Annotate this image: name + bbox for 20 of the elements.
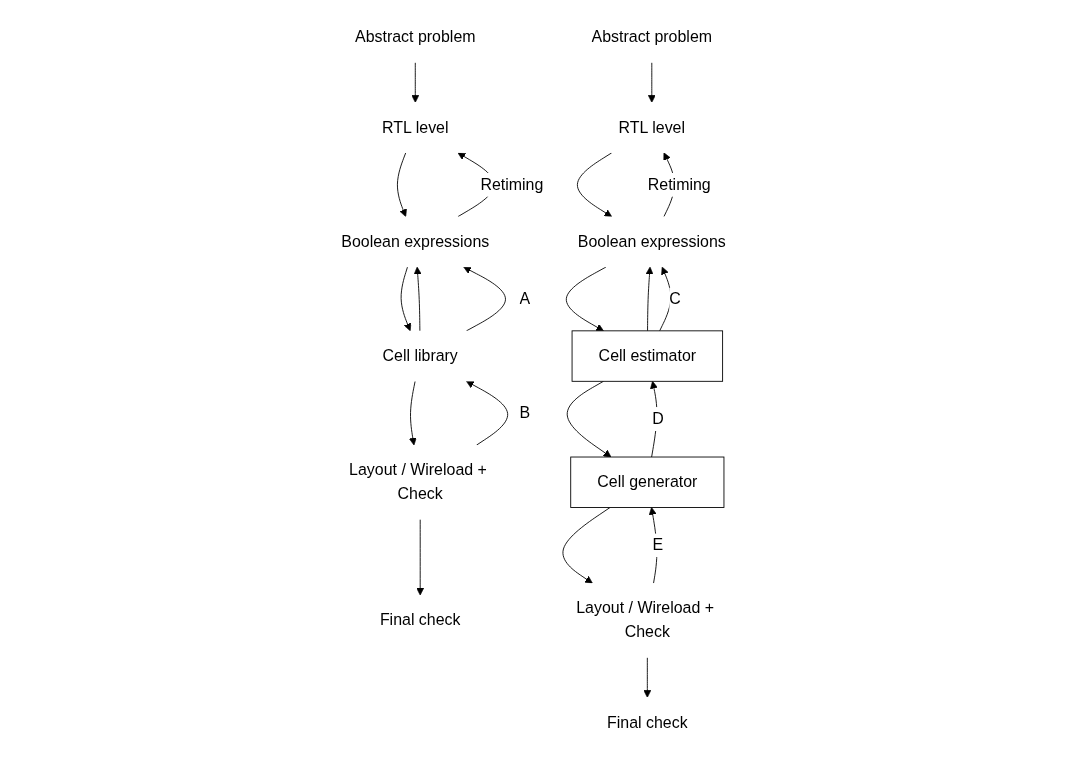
node-text: Cell library: [382, 346, 459, 365]
node-box: Cell estimator: [571, 330, 724, 382]
node-text: RTL level: [382, 118, 449, 137]
node-text: Boolean expressions: [578, 232, 727, 251]
edge-label: Retiming: [648, 175, 711, 194]
node-text: Layout / Wireload + Check: [576, 599, 715, 641]
node-text: Abstract problem: [591, 28, 713, 46]
edge-label: E: [652, 536, 664, 554]
node-text: RTL level: [618, 118, 686, 137]
edge-label: Retiming: [480, 175, 544, 194]
node-text: Final check: [380, 611, 461, 629]
node-text: Layout / Wireload + Check: [349, 461, 488, 503]
edge-label: B: [519, 403, 531, 422]
edge-label: D: [652, 409, 665, 428]
node-text: Final check: [607, 713, 688, 732]
node-text: Boolean expressions: [341, 232, 490, 251]
node-box: Cell generator: [570, 456, 725, 508]
edge-label: A: [519, 289, 531, 308]
edge-label: C: [669, 290, 682, 308]
node-text: Abstract problem: [355, 28, 476, 46]
